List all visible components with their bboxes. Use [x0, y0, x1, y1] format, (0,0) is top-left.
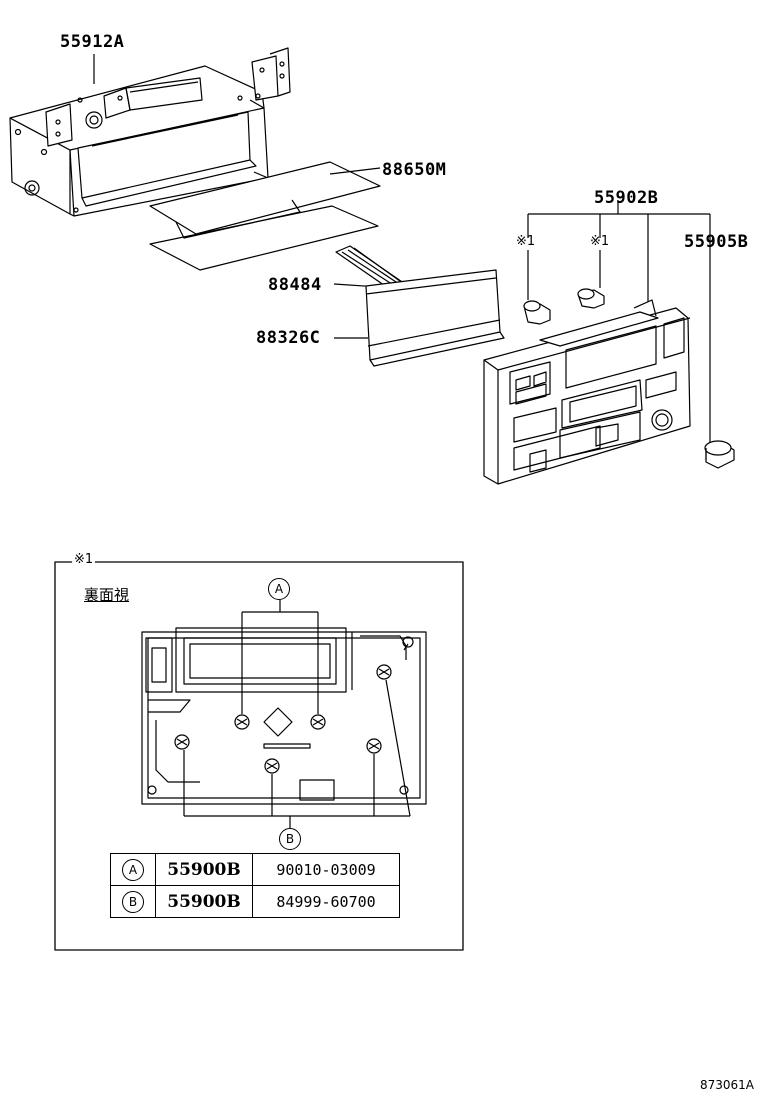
table-cell-number: 90010-03009: [252, 853, 400, 886]
inset-marker: ※1: [72, 552, 96, 567]
callout-55902b: 55902B: [594, 188, 659, 208]
film-88650m-drawing: [149, 161, 381, 271]
table-cell-part: 55900B: [155, 853, 253, 886]
callout-circle-b: B: [279, 828, 301, 850]
screw-parts-table: A 55900B 90010-03009 B 55900B 84999-6070…: [110, 853, 400, 918]
inset-frame: [54, 561, 464, 951]
pcb-back-view-drawing: [141, 600, 427, 828]
callout-55905b: 55905B: [684, 232, 749, 252]
cover-88326c-drawing: [334, 269, 505, 367]
inset-title: 裏面視: [84, 586, 130, 604]
diagram-code: 873061A: [700, 1078, 755, 1092]
bracket-55912a-drawing: [9, 47, 291, 217]
table-cell-number: 84999-60700: [252, 885, 400, 918]
panel-55902b-drawing: [483, 200, 711, 485]
table-row: B 55900B 84999-60700: [110, 885, 400, 918]
knob-55905b-drawing: [704, 440, 735, 469]
table-cell-key: B: [110, 885, 156, 918]
callout-88326c: 88326C: [256, 328, 321, 348]
marker-1-left: ※1: [516, 234, 536, 249]
table-cell-key: A: [110, 853, 156, 886]
table-row: A 55900B 90010-03009: [110, 853, 400, 886]
callout-88484: 88484: [268, 275, 322, 295]
callout-88650m: 88650M: [382, 160, 447, 180]
table-cell-part: 55900B: [155, 885, 253, 918]
bulb-drawings: [523, 250, 605, 325]
marker-1-right: ※1: [590, 234, 610, 249]
callout-circle-a: A: [268, 578, 290, 600]
callout-55912a: 55912A: [60, 32, 125, 52]
